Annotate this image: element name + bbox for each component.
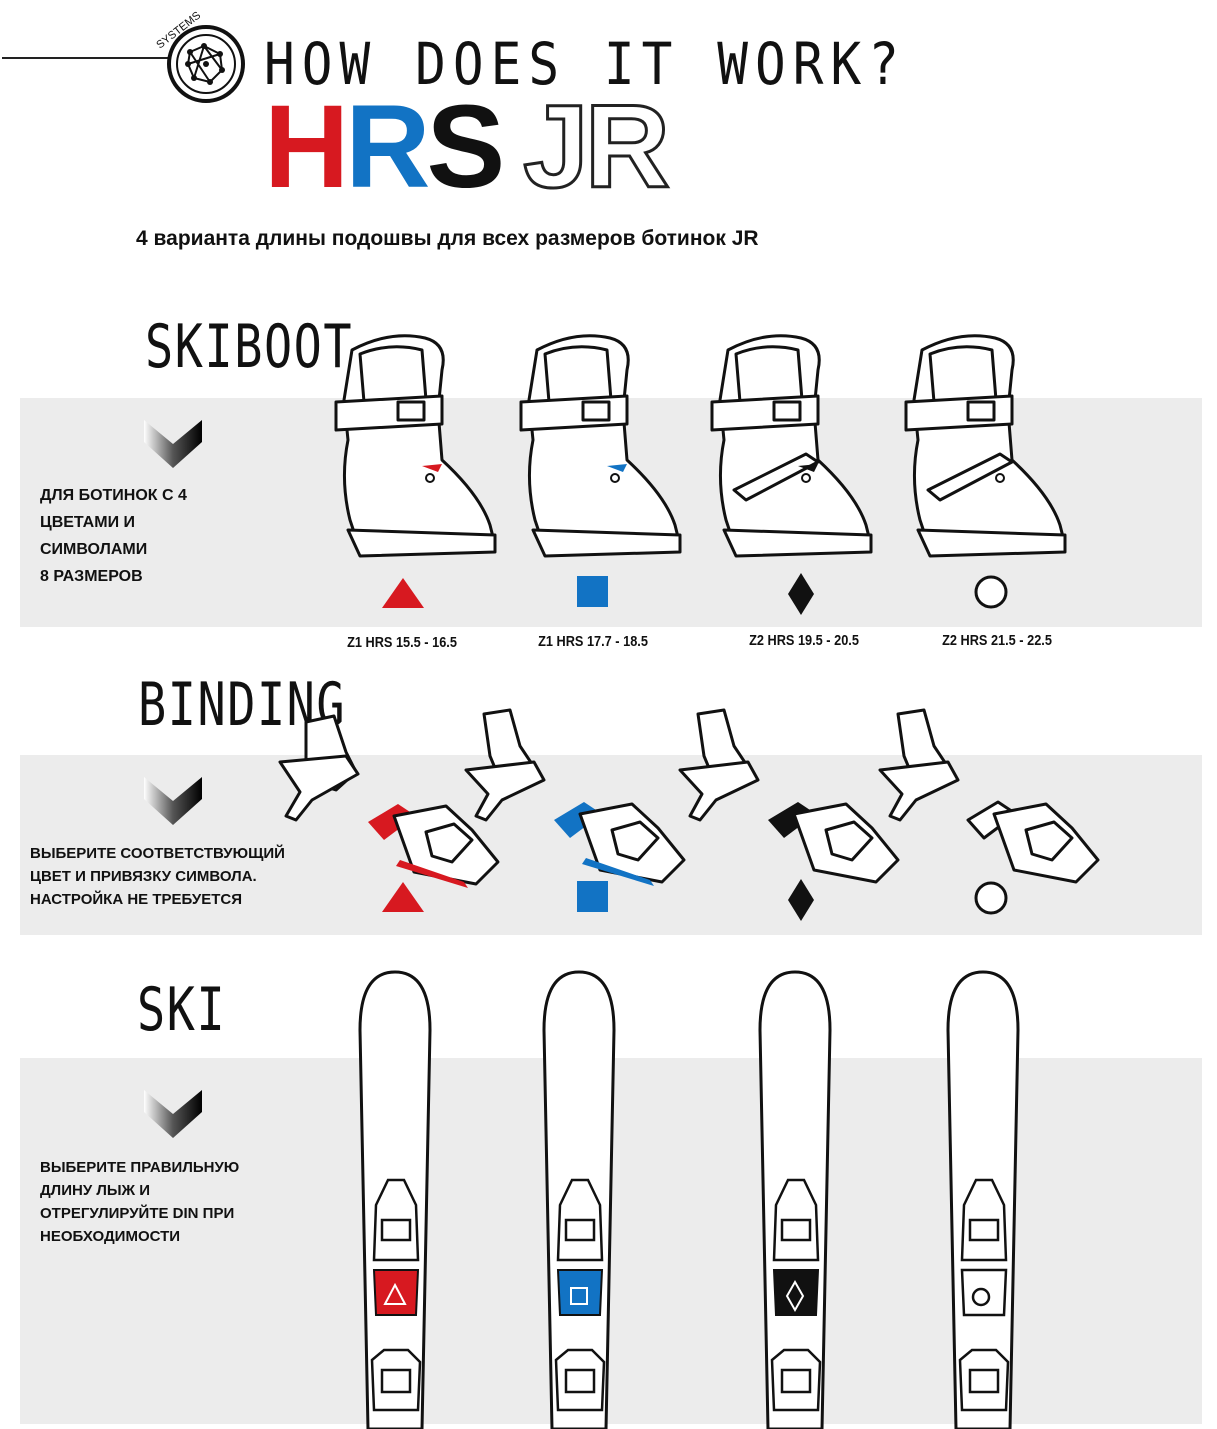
binding-icon-1 [278, 714, 500, 888]
ski-icon-4 [946, 970, 1020, 1429]
logo-jr: JR [522, 81, 672, 213]
ski-chevron-icon [144, 1090, 202, 1138]
instruction-line: ОТРЕГУЛИРУЙТЕ DIN ПРИ [40, 1205, 235, 1222]
ski-boot-icon-4 [904, 334, 1067, 558]
instruction-line: НЕОБХОДИМОСТИ [40, 1228, 181, 1245]
circle-icon [974, 575, 1008, 609]
instruction-line: ЦВЕТ И ПРИВЯЗКУ СИМВОЛА. [30, 868, 257, 885]
binding-icon-2 [464, 708, 686, 886]
skiboot-title: SKIBOOT [145, 312, 354, 382]
systems-badge-icon: SYSTEMS [154, 10, 245, 103]
ski-title: SKI [137, 975, 227, 1045]
logo-letter-r: R [345, 81, 430, 213]
instruction-line: 8 РАЗМЕРОВ [40, 568, 143, 585]
ski-icon-2 [542, 970, 616, 1429]
instruction-line: ЦВЕТАМИ И [40, 514, 136, 531]
ski-boot-icon-1 [334, 334, 497, 558]
binding-icon-3 [678, 708, 900, 884]
instruction-line: ДЛЯ БОТИНОК С 4 [40, 487, 187, 504]
logo-letter-s: S [426, 81, 505, 213]
ski-icon-1 [358, 970, 432, 1429]
triangle-icon [382, 578, 424, 608]
ski-boot-icon-2 [519, 334, 682, 558]
size-label-1: Z1 HRS 15.5 - 16.5 [347, 634, 457, 651]
triangle-icon [382, 882, 424, 912]
skiboot-instruction: ДЛЯ БОТИНОК С 4 ЦВЕТАМИ И СИМВОЛАМИ 8 РА… [40, 482, 187, 590]
logo-letter-h: H [264, 81, 349, 213]
size-label-3: Z2 HRS 19.5 - 20.5 [749, 632, 859, 649]
ski-icon-3 [758, 970, 832, 1429]
size-label-2: Z1 HRS 17.7 - 18.5 [538, 633, 648, 650]
instruction-line: ДЛИНУ ЛЫЖ И [40, 1182, 151, 1199]
instruction-line: НАСТРОЙКА НЕ ТРЕБУЕТСЯ [30, 891, 243, 908]
ski-instruction: ВЫБЕРИТЕ ПРАВИЛЬНУЮ ДЛИНУ ЛЫЖ И ОТРЕГУЛИ… [40, 1156, 239, 1248]
header-rule [2, 57, 170, 59]
square-icon [577, 576, 608, 607]
page-subtitle: 4 варианта длины подошвы для всех размер… [136, 227, 759, 250]
instruction-line: СИМВОЛАМИ [40, 541, 148, 558]
binding-icon-4 [878, 708, 1100, 884]
binding-instruction: ВЫБЕРИТЕ СООТВЕТСТВУЮЩИЙ ЦВЕТ И ПРИВЯЗКУ… [30, 842, 285, 911]
size-label-4: Z2 HRS 21.5 - 22.5 [942, 632, 1052, 649]
circle-icon [974, 881, 1008, 915]
diamond-icon [788, 879, 814, 921]
ski-boot-icon-3 [710, 334, 873, 558]
instruction-line: ВЫБЕРИТЕ СООТВЕТСТВУЮЩИЙ [30, 845, 285, 862]
skiboot-chevron-icon [144, 420, 202, 468]
diamond-icon [788, 573, 814, 615]
page-heading: HOW DOES IT WORK? [264, 30, 907, 98]
binding-chevron-icon [144, 777, 202, 825]
square-icon [577, 881, 608, 912]
instruction-line: ВЫБЕРИТЕ ПРАВИЛЬНУЮ [40, 1159, 240, 1176]
